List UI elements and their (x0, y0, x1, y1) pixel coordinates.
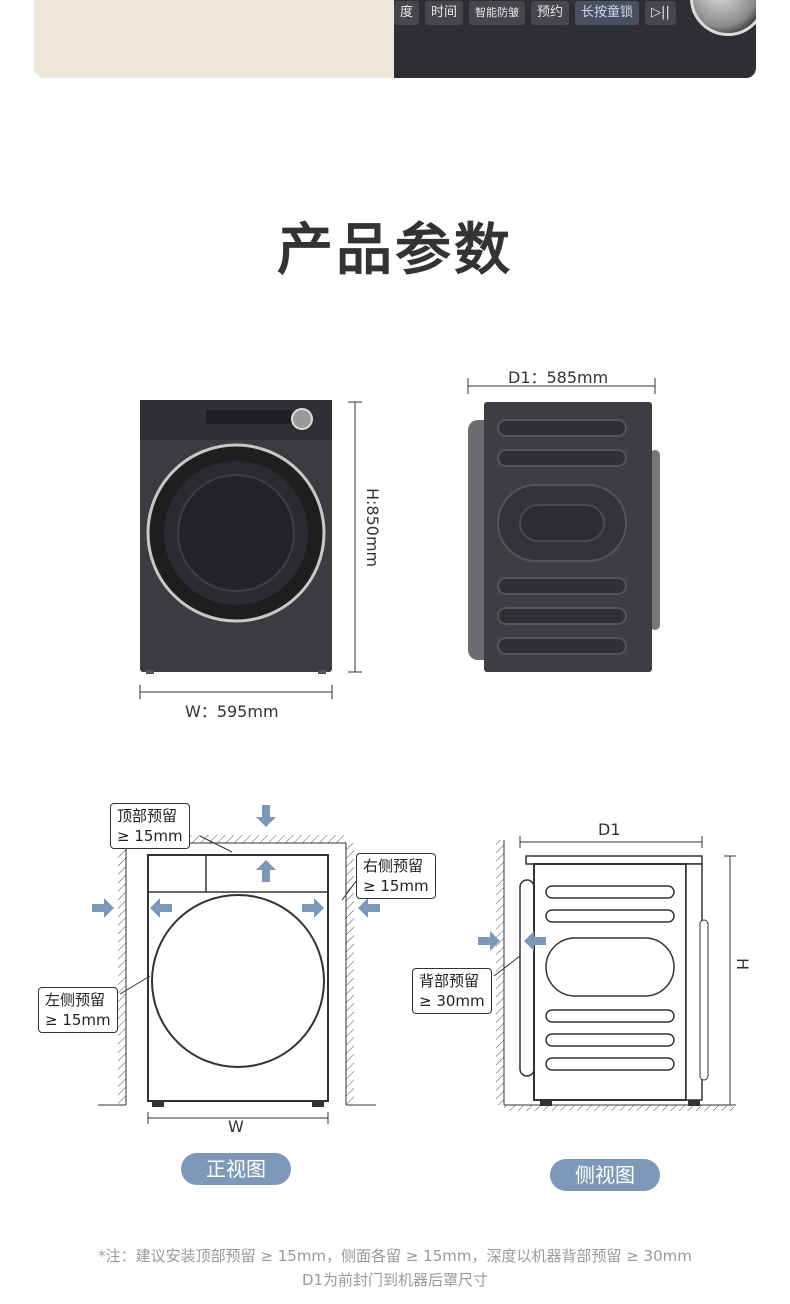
back-clearance-title: 背部预留 (419, 972, 480, 990)
banner-left-panel (34, 0, 396, 78)
left-clearance-callout: 左侧预留 ≥ 15mm (38, 987, 118, 1033)
top-clearance-callout: 顶部预留 ≥ 15mm (110, 803, 190, 849)
top-clearance-value: ≥ 15mm (117, 827, 183, 845)
section-title: 产品参数 (277, 218, 513, 283)
product-photo-area (139, 378, 660, 699)
top-clearance-title: 顶部预留 (117, 807, 178, 825)
height-label: H:850mm (363, 488, 382, 568)
side-view-diagram (478, 836, 736, 1111)
control-button-row: 度时间智能防皱预约长按童锁▷|| (394, 0, 676, 26)
footnote-line-1: *注：建议安装顶部预留 ≥ 15mm，侧面各留 ≥ 15mm，深度以机器背部预留… (98, 1247, 692, 1265)
side-view-caption: 侧视图 (550, 1159, 660, 1191)
side-h-label: H (733, 958, 752, 971)
depth-label: D1：585mm (508, 368, 609, 387)
back-clearance-callout: 背部预留 ≥ 30mm (412, 968, 492, 1014)
control-button: ▷|| (645, 1, 676, 25)
dial-knob (690, 0, 756, 36)
front-view-diagram (92, 805, 380, 1124)
side-machine-image (467, 378, 660, 672)
right-clearance-title: 右侧预留 (363, 857, 424, 875)
control-button: 预约 (531, 1, 570, 25)
front-machine-image (139, 400, 362, 699)
footnote-line-2: D1为前封门到机器后罩尺寸 (301, 1271, 489, 1289)
installation-diagrams (92, 805, 736, 1124)
left-clearance-value: ≥ 15mm (45, 1011, 111, 1029)
left-clearance-title: 左侧预留 (45, 991, 106, 1009)
control-button: 度 (394, 1, 420, 25)
control-button: 智能防皱 (469, 1, 526, 25)
back-clearance-value: ≥ 30mm (419, 992, 485, 1010)
front-view-caption: 正视图 (181, 1153, 291, 1185)
side-d1-label: D1 (598, 820, 621, 839)
right-clearance-callout: 右侧预留 ≥ 15mm (356, 853, 436, 899)
right-clearance-value: ≥ 15mm (363, 877, 429, 895)
width-label: W：595mm (185, 702, 279, 721)
control-panel-strip: 度时间智能防皱预约长按童锁▷|| (394, 0, 756, 78)
control-button: 时间 (425, 1, 464, 25)
front-w-label: W (228, 1117, 244, 1136)
control-button: 长按童锁 (575, 1, 640, 25)
